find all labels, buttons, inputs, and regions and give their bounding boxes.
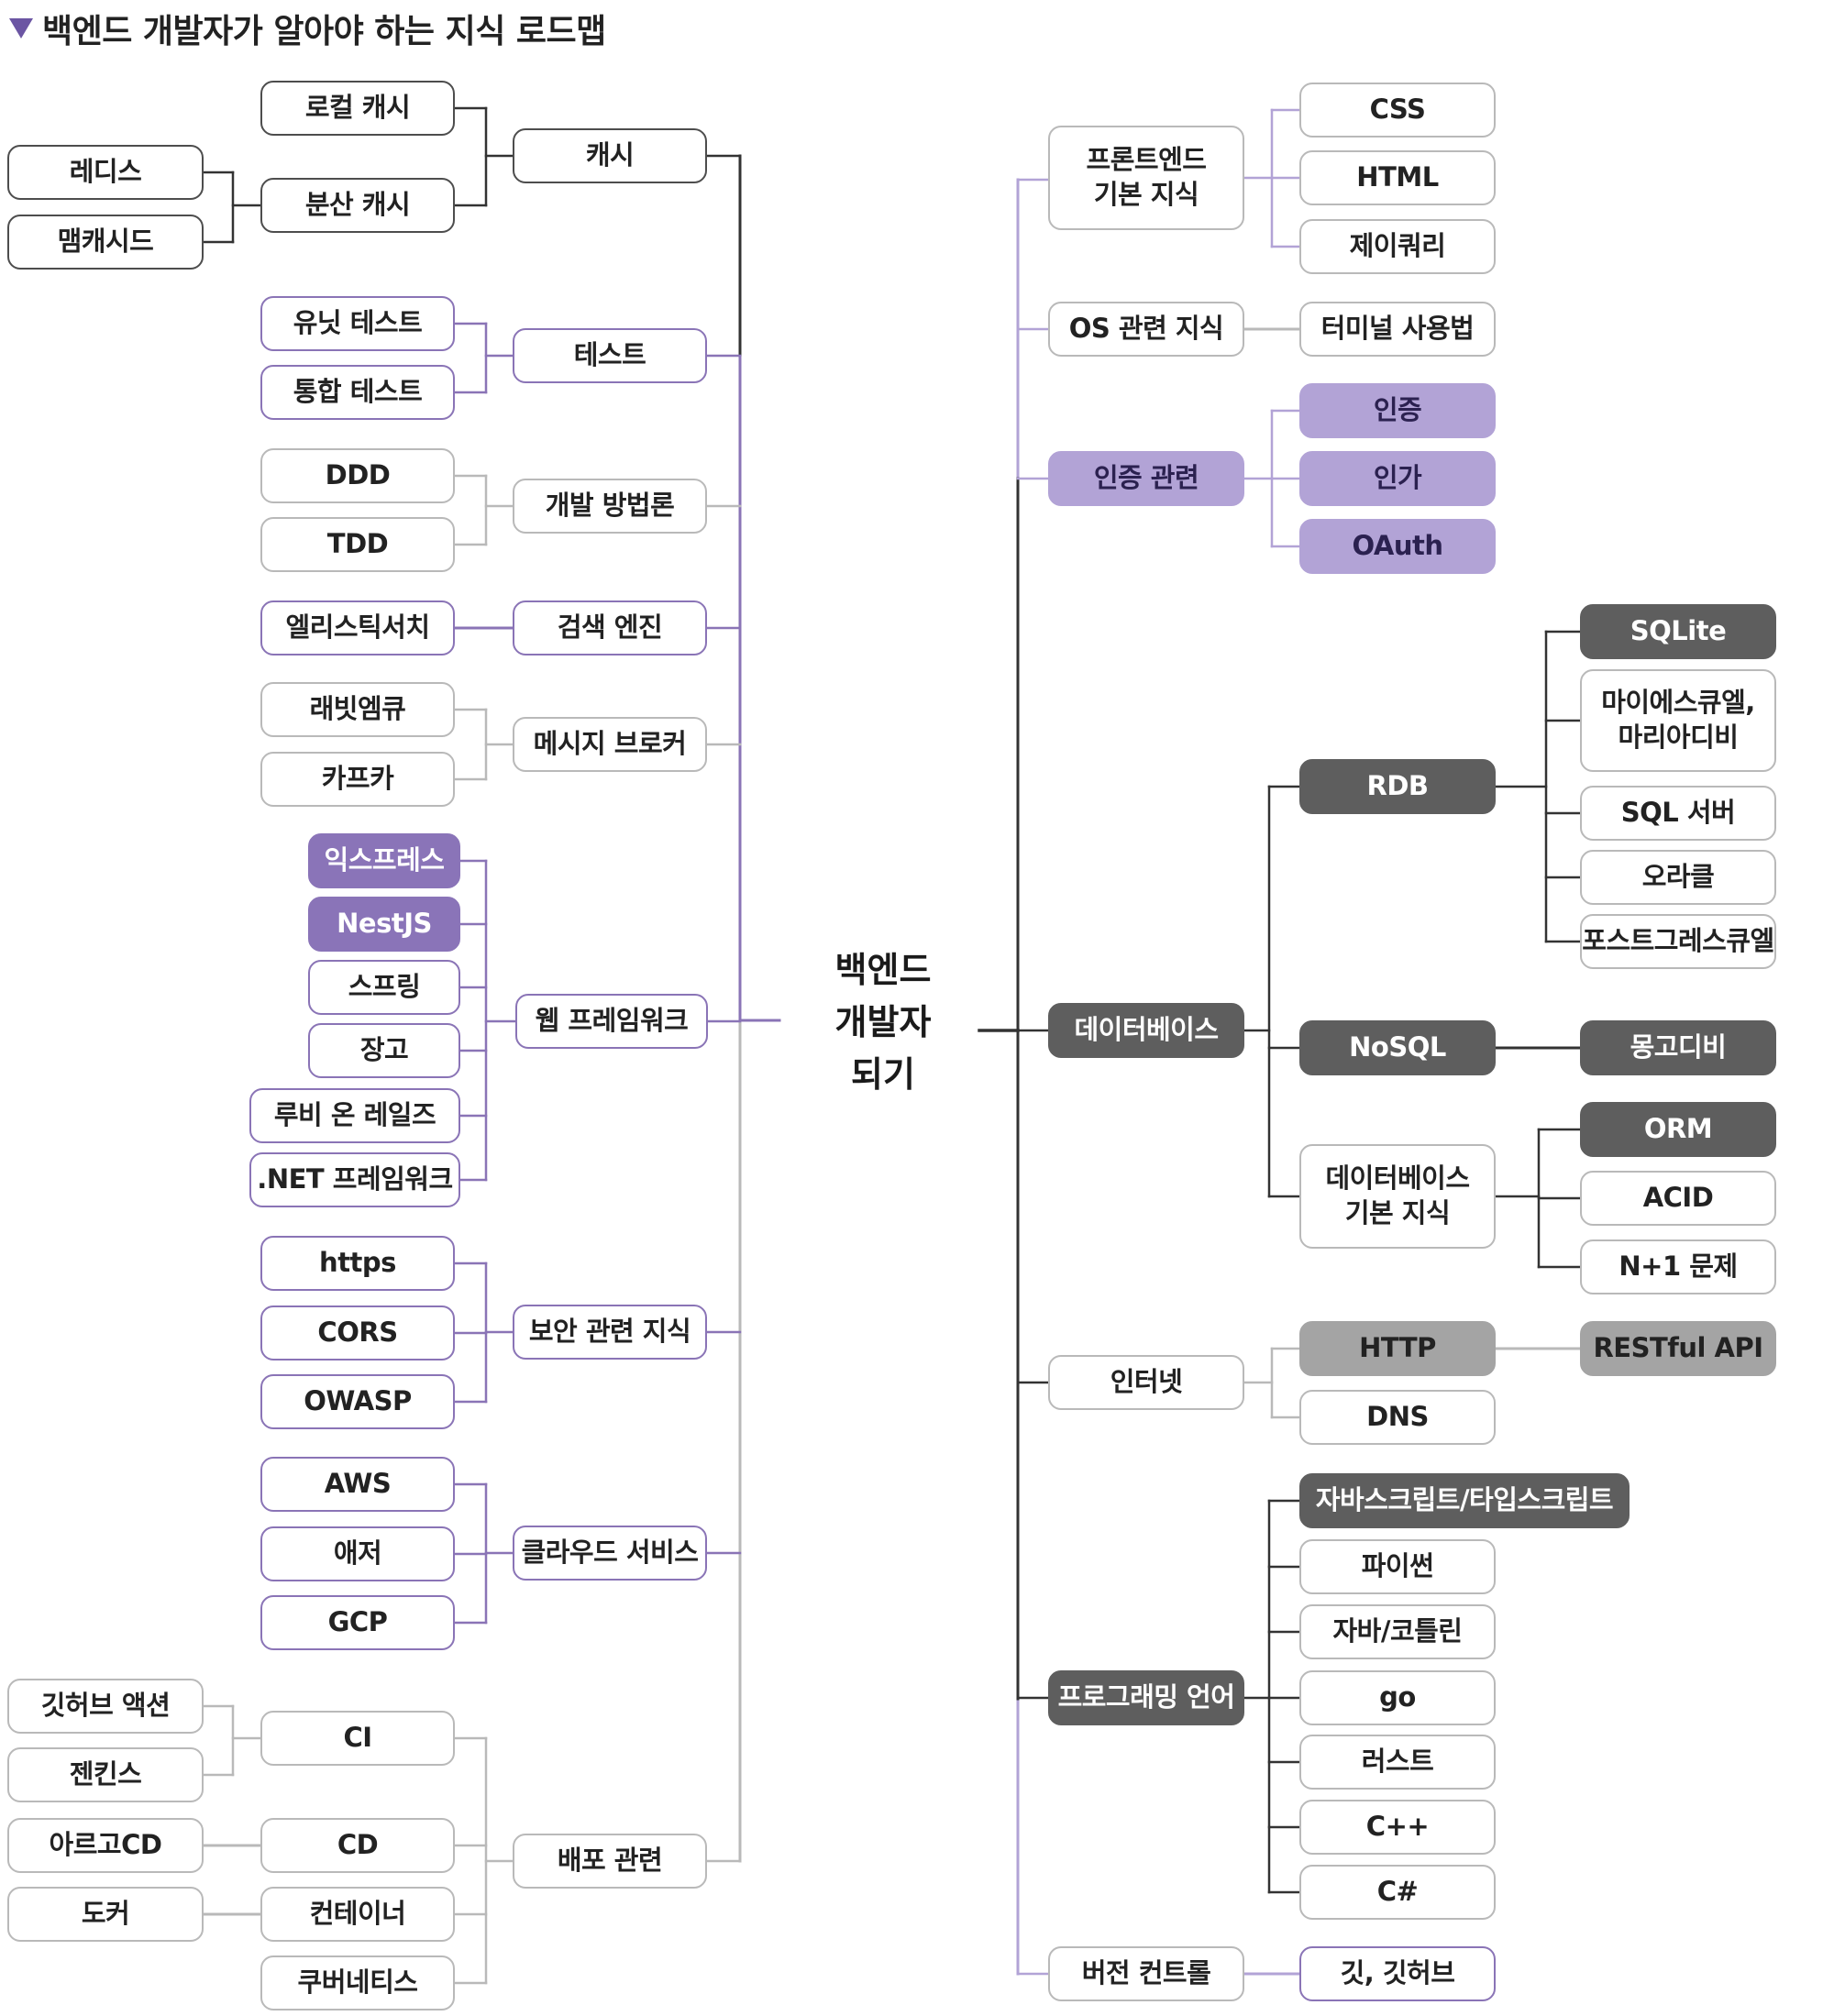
node-orm[interactable]: ORM bbox=[1580, 1102, 1776, 1157]
node-os-knowledge[interactable]: OS 관련 지식 bbox=[1048, 302, 1244, 357]
node-gcp[interactable]: GCP bbox=[260, 1595, 455, 1650]
page-title: 백엔드 개발자가 알아야 하는 지식 로드맵 bbox=[9, 4, 606, 53]
node-oauth[interactable]: OAuth bbox=[1299, 519, 1496, 574]
node-web-framework[interactable]: 웹 프레임워크 bbox=[515, 994, 708, 1049]
node-django[interactable]: 장고 bbox=[308, 1023, 460, 1078]
node-restful-api[interactable]: RESTful API bbox=[1580, 1321, 1776, 1376]
node-authorization[interactable]: 인가 bbox=[1299, 451, 1496, 506]
node-azure[interactable]: 애저 bbox=[260, 1526, 455, 1581]
node-security[interactable]: 보안 관련 지식 bbox=[513, 1305, 707, 1360]
node-distributed-cache[interactable]: 분산 캐시 bbox=[260, 178, 455, 233]
node-rdb[interactable]: RDB bbox=[1299, 759, 1496, 814]
node-http[interactable]: HTTP bbox=[1299, 1321, 1496, 1376]
node-test[interactable]: 테스트 bbox=[513, 328, 707, 383]
node-integration-test[interactable]: 통합 테스트 bbox=[260, 365, 455, 420]
node-html[interactable]: HTML bbox=[1299, 150, 1496, 205]
node-go[interactable]: go bbox=[1299, 1670, 1496, 1725]
node-dns[interactable]: DNS bbox=[1299, 1390, 1496, 1445]
node-csharp[interactable]: C# bbox=[1299, 1865, 1496, 1920]
node-spring[interactable]: 스프링 bbox=[308, 960, 460, 1015]
node-kubernetes[interactable]: 쿠버네티스 bbox=[260, 1955, 455, 2010]
node-memcached[interactable]: 맴캐시드 bbox=[7, 215, 204, 270]
node-git-github[interactable]: 깃, 깃허브 bbox=[1299, 1946, 1496, 2001]
node-message-broker[interactable]: 메시지 브로커 bbox=[513, 717, 707, 772]
node-n-plus-one[interactable]: N+1 문제 bbox=[1580, 1239, 1776, 1294]
node-jenkins[interactable]: 젠킨스 bbox=[7, 1747, 204, 1802]
node-cpp[interactable]: C++ bbox=[1299, 1800, 1496, 1855]
node-express[interactable]: 익스프레스 bbox=[308, 833, 460, 888]
node-elasticsearch[interactable]: 엘리스틱서치 bbox=[260, 600, 455, 655]
node-frontend-basics[interactable]: 프론트엔드 기본 지식 bbox=[1048, 126, 1244, 230]
node-argocd[interactable]: 아르고CD bbox=[7, 1818, 204, 1873]
node-oracle[interactable]: 오라클 bbox=[1580, 850, 1776, 905]
node-db-basics[interactable]: 데이터베이스 기본 지식 bbox=[1299, 1144, 1496, 1249]
node-ci[interactable]: CI bbox=[260, 1711, 455, 1766]
node-internet[interactable]: 인터넷 bbox=[1048, 1355, 1244, 1410]
node-container[interactable]: 컨테이너 bbox=[260, 1887, 455, 1942]
node-auth[interactable]: 인증 관련 bbox=[1048, 451, 1244, 506]
node-ddd[interactable]: DDD bbox=[260, 448, 455, 503]
node-search-engine[interactable]: 검색 엔진 bbox=[513, 600, 707, 655]
node-nosql[interactable]: NoSQL bbox=[1299, 1020, 1496, 1075]
node-cd[interactable]: CD bbox=[260, 1818, 455, 1873]
node-mysql-mariadb[interactable]: 마이에스큐엘, 마리아디비 bbox=[1580, 669, 1776, 772]
node-acid[interactable]: ACID bbox=[1580, 1171, 1776, 1226]
node-css[interactable]: CSS bbox=[1299, 83, 1496, 138]
node-deploy[interactable]: 배포 관련 bbox=[513, 1834, 707, 1889]
node-rust[interactable]: 러스트 bbox=[1299, 1735, 1496, 1790]
root-node: 백엔드 개발자 되기 bbox=[834, 950, 932, 1095]
node-aws[interactable]: AWS bbox=[260, 1457, 455, 1512]
node-https[interactable]: https bbox=[260, 1236, 455, 1291]
node-nestjs[interactable]: NestJS bbox=[308, 897, 460, 952]
node-kafka[interactable]: 카프카 bbox=[260, 752, 455, 807]
triangle-down-icon bbox=[9, 18, 33, 39]
node-version-control[interactable]: 버전 컨트롤 bbox=[1048, 1946, 1244, 2001]
node-unit-test[interactable]: 유닛 테스트 bbox=[260, 296, 455, 351]
node-owasp[interactable]: OWASP bbox=[260, 1374, 455, 1429]
node-rabbitmq[interactable]: 래빗엠큐 bbox=[260, 682, 455, 737]
node-java-kotlin[interactable]: 자바/코틀린 bbox=[1299, 1604, 1496, 1659]
node-authentication[interactable]: 인증 bbox=[1299, 383, 1496, 438]
node-dev-methodology[interactable]: 개발 방법론 bbox=[513, 479, 707, 534]
node-cache[interactable]: 캐시 bbox=[513, 128, 707, 183]
node-tdd[interactable]: TDD bbox=[260, 517, 455, 572]
node-terminal[interactable]: 터미널 사용법 bbox=[1299, 302, 1496, 357]
node-cloud-service[interactable]: 클라우드 서비스 bbox=[513, 1526, 707, 1581]
node-docker[interactable]: 도커 bbox=[7, 1887, 204, 1942]
node-ruby-on-rails[interactable]: 루비 온 레일즈 bbox=[249, 1088, 460, 1143]
node-cors[interactable]: CORS bbox=[260, 1305, 455, 1361]
node-database[interactable]: 데이터베이스 bbox=[1048, 1003, 1244, 1058]
node-sqlite[interactable]: SQLite bbox=[1580, 604, 1776, 659]
node-mongodb[interactable]: 몽고디비 bbox=[1580, 1020, 1776, 1075]
node-redis[interactable]: 레디스 bbox=[7, 145, 204, 200]
node-github-actions[interactable]: 깃허브 액션 bbox=[7, 1679, 204, 1734]
node-local-cache[interactable]: 로컬 캐시 bbox=[260, 81, 455, 136]
title-text: 백엔드 개발자가 알아야 하는 지식 로드맵 bbox=[42, 13, 606, 50]
node-js-ts[interactable]: 자바스크립트/타입스크립트 bbox=[1299, 1473, 1630, 1528]
node-jquery[interactable]: 제이쿼리 bbox=[1299, 219, 1496, 274]
node-postgresql[interactable]: 포스트그레스큐엘 bbox=[1580, 914, 1776, 969]
node-dotnet-framework[interactable]: .NET 프레임워크 bbox=[249, 1152, 460, 1207]
node-sql-server[interactable]: SQL 서버 bbox=[1580, 786, 1776, 841]
node-python[interactable]: 파이썬 bbox=[1299, 1539, 1496, 1594]
node-programming-language[interactable]: 프로그래밍 언어 bbox=[1048, 1670, 1244, 1725]
